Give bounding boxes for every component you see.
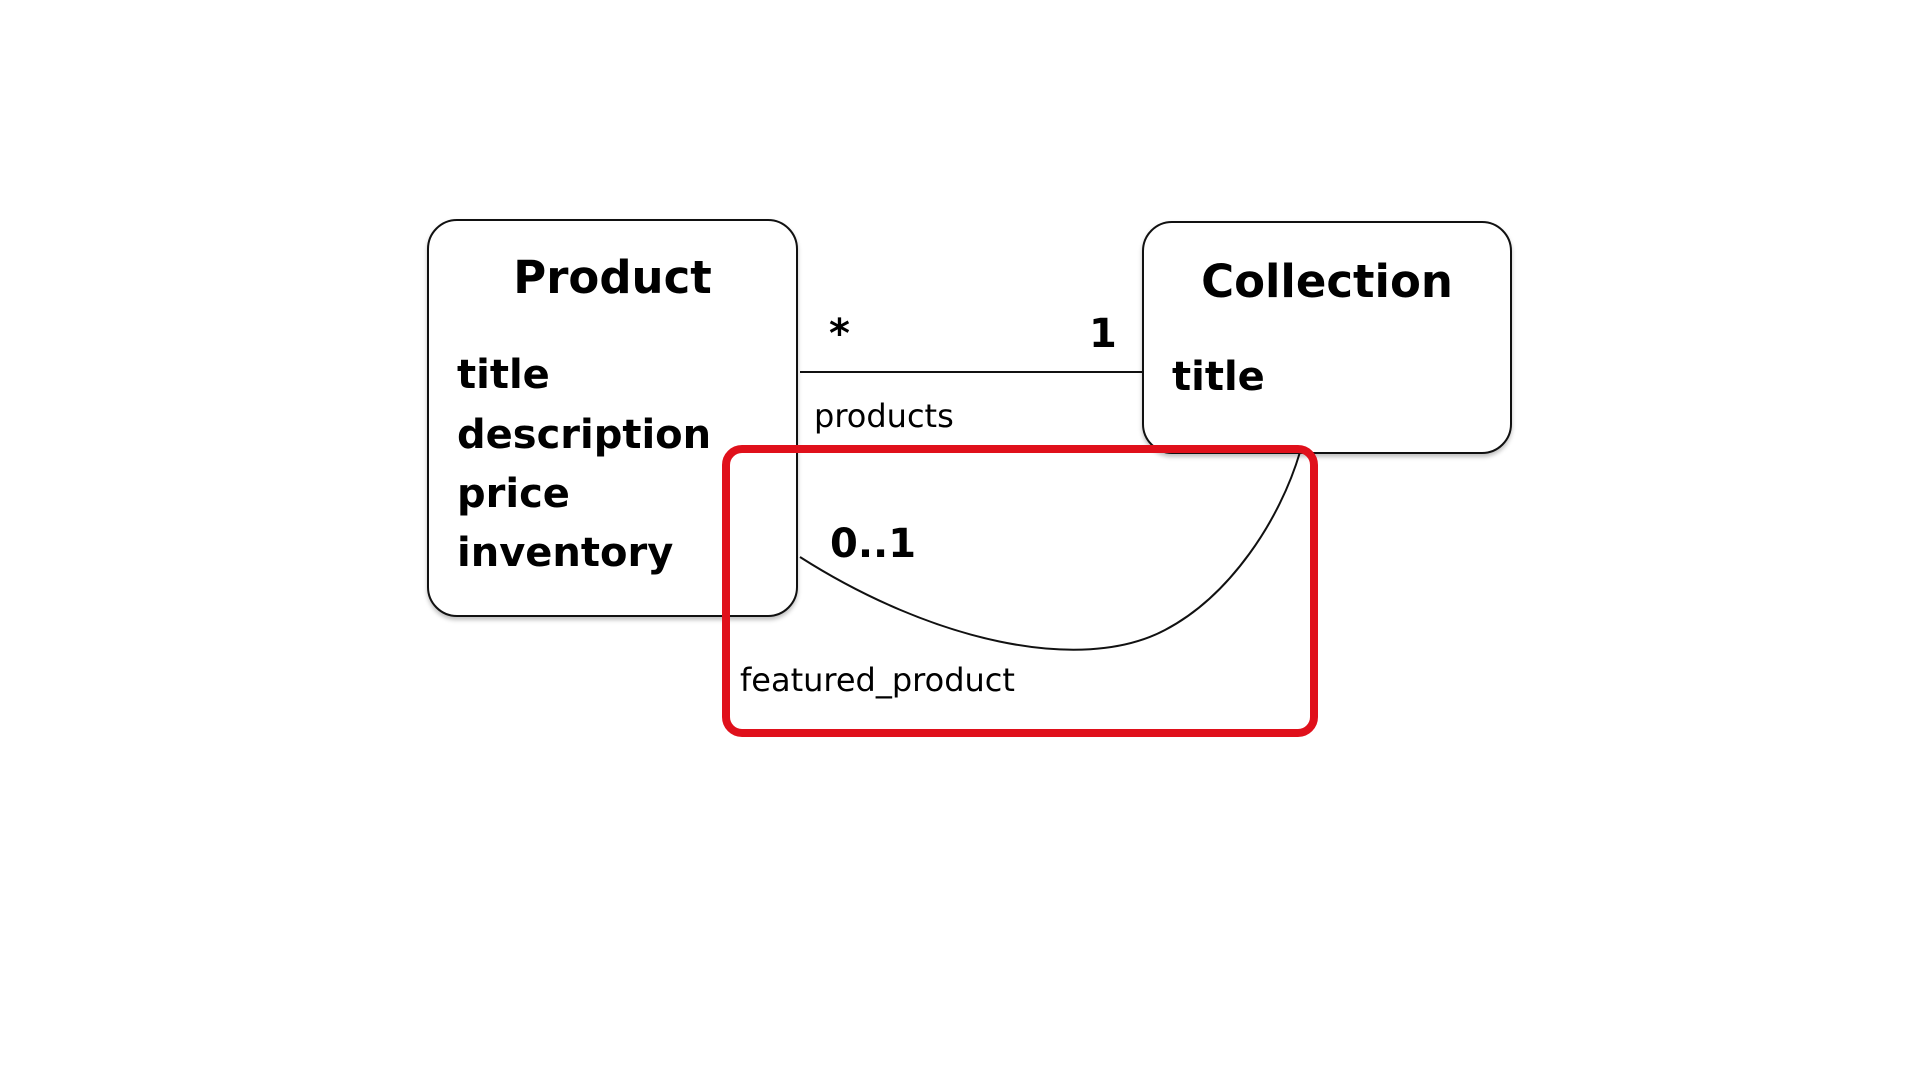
product-entity-title: Product: [513, 251, 712, 304]
product-entity[interactable]: Product title description price inventor…: [427, 219, 798, 617]
product-attribute-price: price: [457, 471, 570, 517]
product-attribute-inventory: inventory: [457, 530, 674, 576]
featured-product-role-label: featured_product: [740, 661, 1015, 699]
product-attribute-description: description: [457, 412, 712, 458]
highlight-box: [722, 445, 1318, 737]
products-role-label: products: [814, 397, 954, 435]
collection-entity-title: Collection: [1201, 255, 1453, 308]
collection-entity[interactable]: Collection title: [1142, 221, 1512, 454]
products-multiplicity-many: *: [829, 311, 850, 357]
collection-attribute-title: title: [1172, 354, 1265, 400]
featured-product-association-line: [799, 451, 1301, 651]
featured-product-multiplicity: 0..1: [830, 521, 917, 567]
product-attribute-title: title: [457, 352, 550, 398]
products-multiplicity-one: 1: [1089, 311, 1117, 357]
